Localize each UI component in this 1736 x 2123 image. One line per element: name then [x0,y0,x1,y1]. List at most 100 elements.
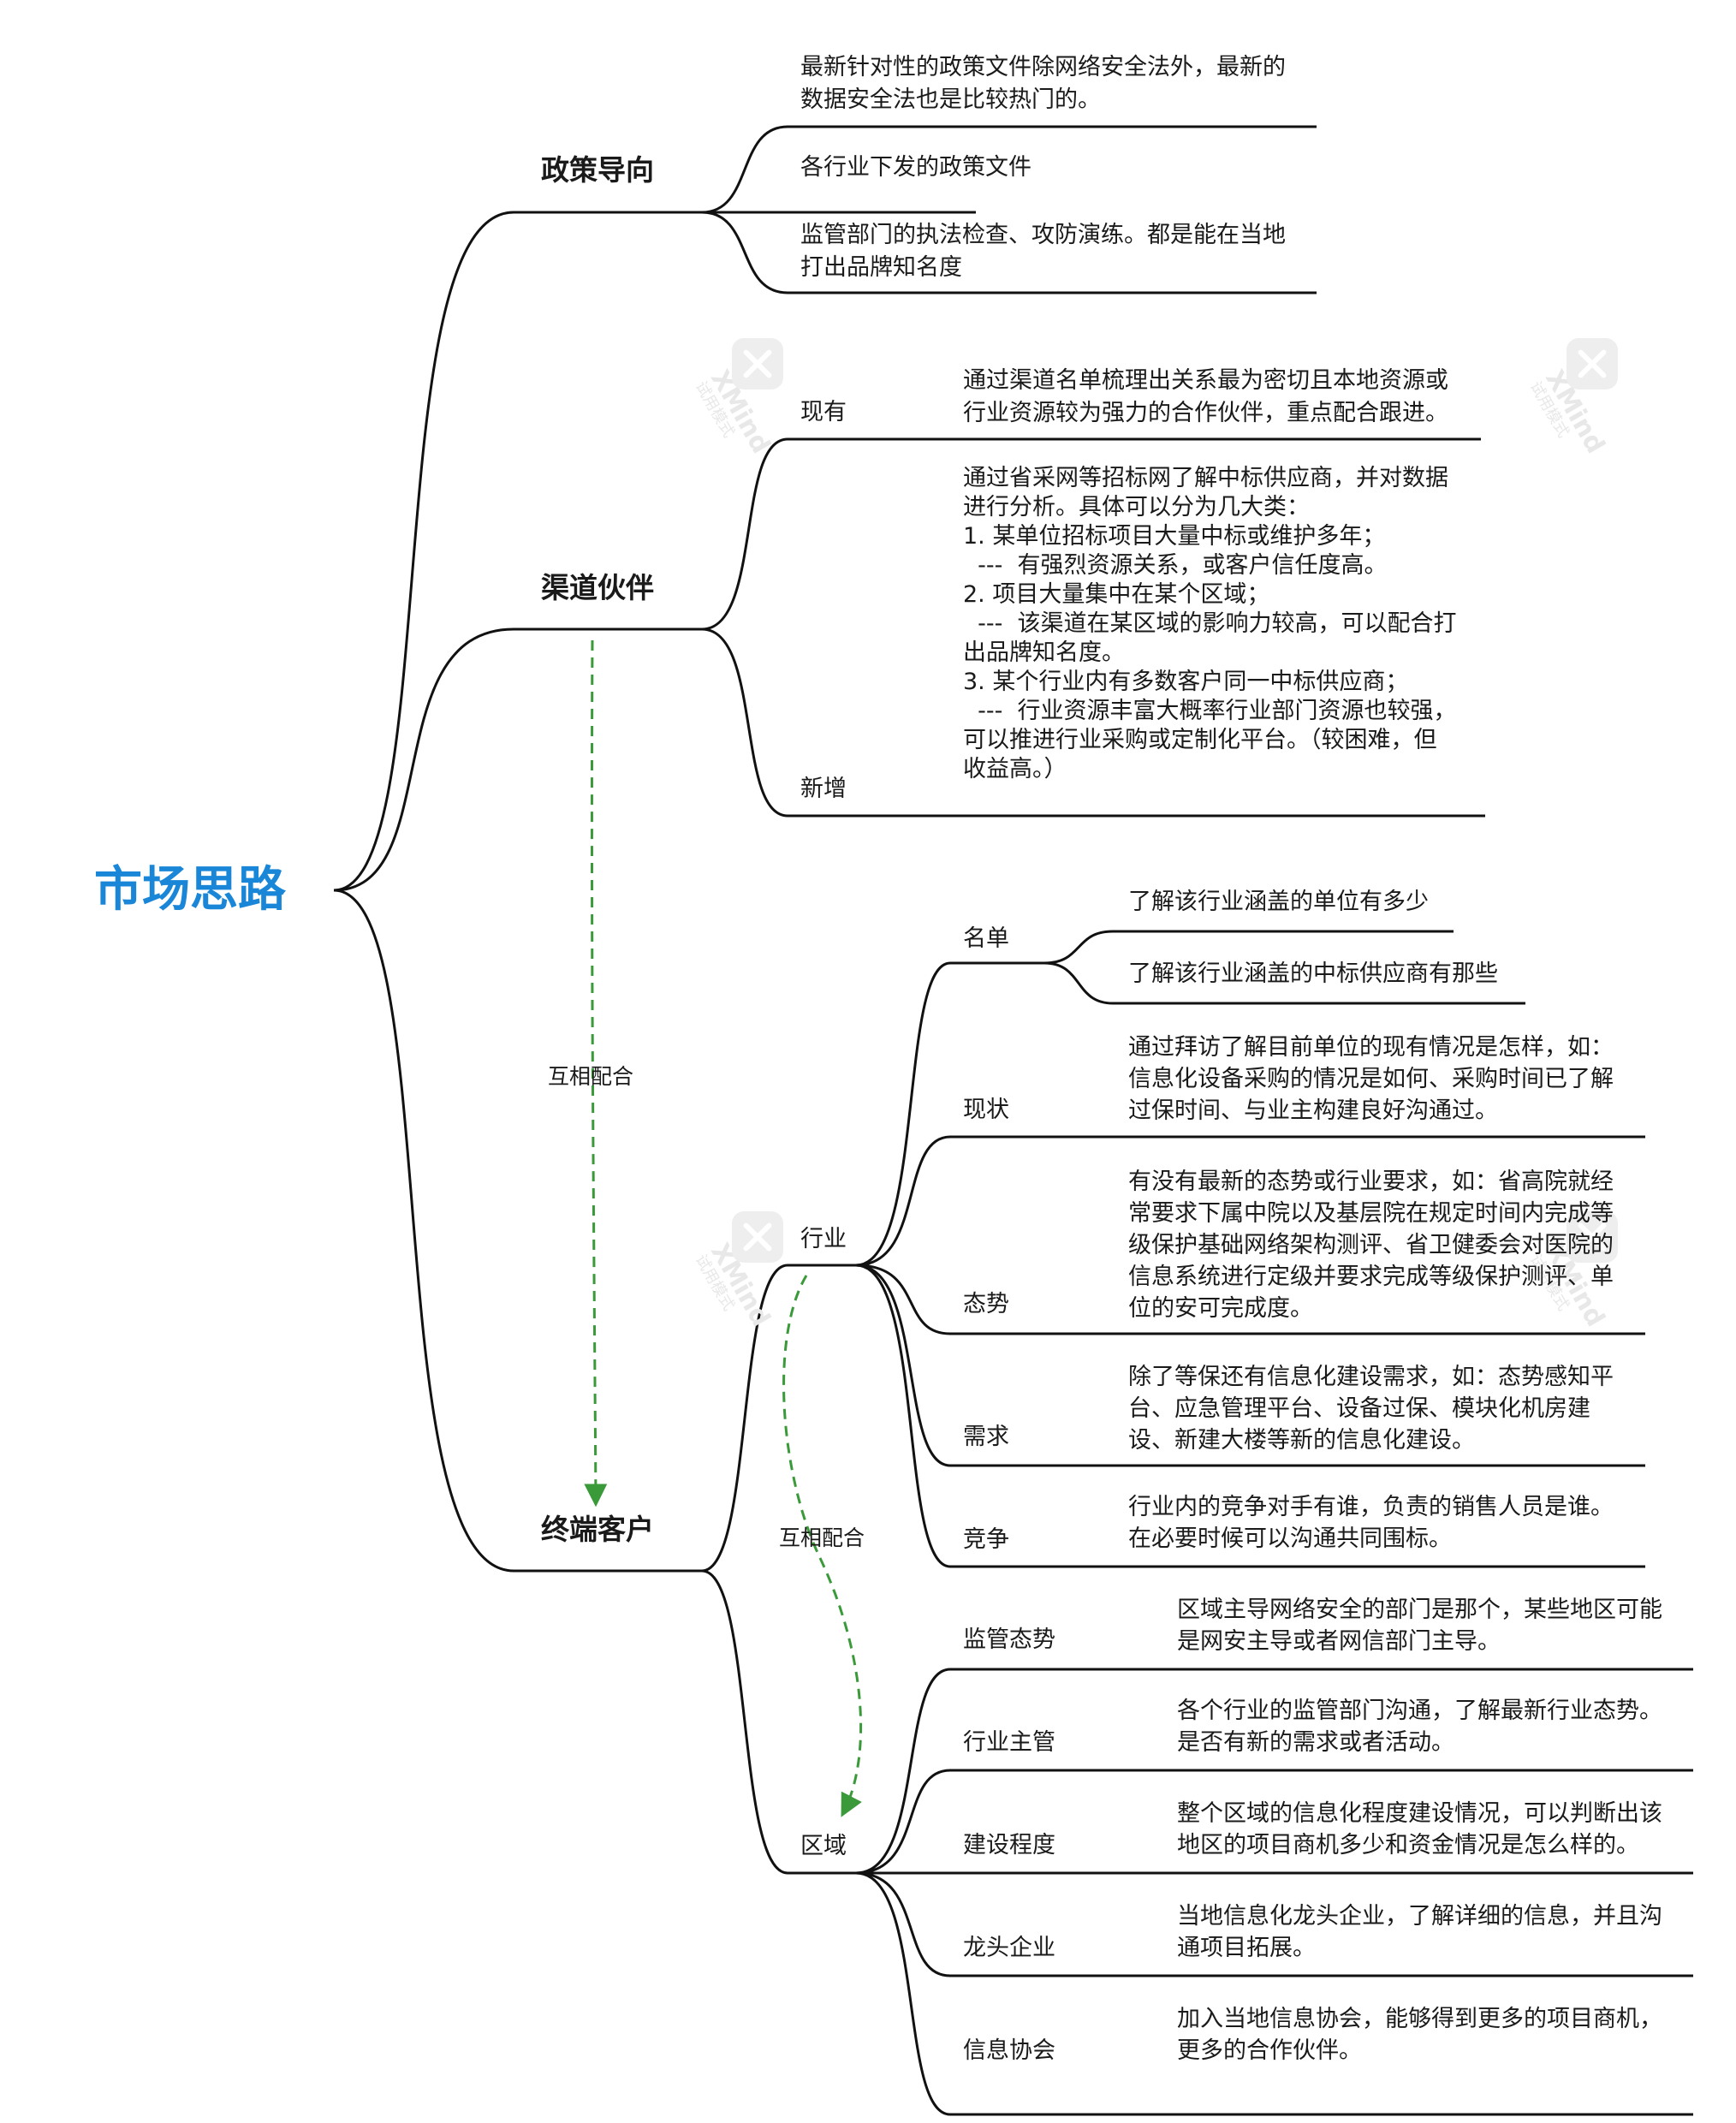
topic-region-item[interactable]: 龙头企业 [963,1935,1055,1961]
industry-trend-detail[interactable]: 有没有最新的态势或行业要求，如：省高院就经 常要求下属中院以及基层院在规定时间内… [1128,1166,1614,1324]
relationship-label[interactable]: 互相配合 [779,1525,865,1550]
connector-industry-demand [855,1264,1645,1467]
topic-industry-competition[interactable]: 竞争 [963,1526,1009,1553]
region-item-detail[interactable]: 整个区域的信息化程度建设情况，可以判断出该 地区的项目商机多少和资金情况是怎么样… [1177,1798,1662,1861]
channel-new-detail[interactable]: 通过省采网等招标网了解中标供应商，并对数据 进行分析。具体可以分为几大类： 1.… [963,464,1457,784]
connector-channel-new [701,627,1485,818]
connector-list-item-2 [1043,961,1525,1005]
connector-region-5 [855,1871,1693,2116]
text-line: 级保护基础网络架构测评、省卫健委会对医院的 [1128,1232,1614,1258]
connector-region-2 [855,1769,1693,1875]
central-topic[interactable]: 市场思路 [94,862,286,918]
text-line: 通过省采网等招标网了解中标供应商，并对数据 [963,465,1448,491]
text-line: 位的安可完成度。 [1128,1295,1313,1322]
connector-region-4 [855,1871,1693,1977]
text-line: 行业内的竞争对手有谁，负责的销售人员是谁。 [1128,1494,1614,1520]
xmind-logo-icon [732,1211,783,1263]
topic-region-item[interactable]: 建设程度 [963,1832,1055,1858]
industry-demand-detail[interactable]: 除了等保还有信息化建设需求，如：态势感知平 台、应急管理平台、设备过保、模块化机… [1128,1361,1614,1456]
relationship-arrow-channel-customer [584,639,608,1508]
industry-competition-detail[interactable]: 行业内的竞争对手有谁，负责的销售人员是谁。 在必要时候可以沟通共同围标。 [1128,1491,1614,1555]
connector-root-policy [333,211,702,892]
relationship-label[interactable]: 互相配合 [548,1064,634,1089]
connector-policy-leaf-1 [701,125,1317,214]
topic-channel-new[interactable]: 新增 [800,776,847,802]
region-item-detail[interactable]: 各个行业的监管部门沟通，了解最新行业态势。 是否有新的需求或者活动。 [1177,1695,1662,1758]
text-line: 通过渠道名单梳理出关系最为密切且本地资源或 [963,367,1448,394]
topic-region-item[interactable]: 行业主管 [963,1729,1055,1756]
industry-status-detail[interactable]: 通过拜访了解目前单位的现有情况是怎样，如： 信息化设备采购的情况是如何、采购时间… [1128,1032,1614,1127]
region-item-detail[interactable]: 当地信息化龙头企业，了解详细的信息，并且沟 通项目拓展。 [1177,1900,1662,1964]
text-line: 更多的合作伙伴。 [1177,2037,1362,2064]
text-line: 在必要时候可以沟通共同围标。 [1128,1525,1452,1552]
text-line: --- 行业资源丰富大概率行业部门资源也较强， [963,698,1457,724]
text-line: 收益高。） [963,756,1067,782]
text-line: 数据安全法也是比较热门的。 [800,86,1101,113]
text-line: 常要求下属中院以及基层院在规定时间内完成等 [1128,1200,1614,1227]
connector-industry-competition [855,1264,1645,1568]
topic-region-item[interactable]: 信息协会 [963,2037,1055,2064]
connector-policy-leaf-3 [701,211,1317,294]
xmind-logo-icon [1567,338,1618,390]
text-line: 通项目拓展。 [1177,1935,1316,1961]
policy-leaf[interactable]: 最新针对性的政策文件除网络安全法外，最新的 数据安全法也是比较热门的。 [800,51,1286,116]
connector-channel-existing [701,437,1481,631]
text-line: 设、新建大楼等新的信息化建设。 [1128,1427,1475,1454]
text-line: 1. 某单位招标项目大量中标或维护多年； [963,523,1386,550]
text-line: 出品牌知名度。 [963,639,1125,666]
policy-leaf[interactable]: 各行业下发的政策文件 [800,152,1031,184]
connector-customer-industry [701,1264,856,1573]
region-item-detail[interactable]: 区域主导网络安全的部门是那个，某些地区可能 是网安主导或者网信部门主导。 [1177,1594,1662,1657]
xmind-logo-icon [1567,1211,1618,1263]
text-line: 整个区域的信息化程度建设情况，可以判断出该 [1177,1800,1662,1827]
text-line: 最新针对性的政策文件除网络安全法外，最新的 [800,54,1286,80]
text-line: 过保时间、与业主构建良好沟通过。 [1128,1097,1498,1124]
text-line: 加入当地信息协会，能够得到更多的项目商机， [1177,2006,1662,2032]
topic-region[interactable]: 区域 [800,1833,847,1859]
industry-list-item[interactable]: 了解该行业涵盖的单位有多少 [1128,889,1429,915]
connector-industry-list [855,961,1044,1267]
text-line: 可以推进行业采购或定制化平台。（较困难，但 [963,727,1437,753]
text-line: --- 该渠道在某区域的影响力较高，可以配合打 [963,610,1457,637]
text-line: 有没有最新的态势或行业要求，如：省高院就经 [1128,1169,1614,1195]
text-line: 地区的项目商机多少和资金情况是怎么样的。 [1177,1832,1639,1858]
text-line: 打出品牌知名度 [800,254,962,281]
connector-list-item-1 [1043,930,1454,965]
topic-channel-existing[interactable]: 现有 [800,399,847,425]
topic-channel[interactable]: 渠道伙伴 [541,571,654,604]
topic-industry[interactable]: 行业 [800,1226,847,1252]
topic-industry-demand[interactable]: 需求 [963,1424,1009,1450]
connector-industry-status [855,1135,1645,1267]
text-line: 信息化设备采购的情况是如何、采购时间已了解 [1128,1066,1614,1092]
text-line: 各个行业的监管部门沟通，了解最新行业态势。 [1177,1698,1662,1724]
text-line: 除了等保还有信息化建设需求，如：态势感知平 [1128,1364,1614,1390]
text-line: 2. 项目大量集中在某个区域； [963,581,1270,608]
text-line: 区域主导网络安全的部门是那个，某些地区可能 [1177,1597,1662,1623]
connector-industry-trend [855,1264,1645,1335]
text-line: 是否有新的需求或者活动。 [1177,1729,1454,1756]
xmind-logo-icon [732,338,783,390]
text-line: --- 有强烈资源关系，或客户信任度高。 [963,552,1388,579]
text-line: 台、应急管理平台、设备过保、模块化机房建 [1128,1395,1590,1422]
topic-customer[interactable]: 终端客户 [541,1513,654,1546]
topic-region-item[interactable]: 监管态势 [963,1626,1055,1653]
topic-industry-status[interactable]: 现状 [963,1097,1009,1123]
policy-leaf[interactable]: 监管部门的执法检查、攻防演练。都是能在当地 打出品牌知名度 [800,219,1286,284]
text-line: 是网安主导或者网信部门主导。 [1177,1628,1501,1655]
connector-root-customer [333,889,702,1573]
text-line: 通过拜访了解目前单位的现有情况是怎样，如： [1128,1034,1614,1061]
relationship-arrow-industry-region [782,1275,863,1817]
channel-existing-detail[interactable]: 通过渠道名单梳理出关系最为密切且本地资源或 行业资源较为强力的合作伙伴，重点配合… [963,365,1448,430]
industry-list-item[interactable]: 了解该行业涵盖的中标供应商有那些 [1128,960,1498,987]
topic-policy[interactable]: 政策导向 [541,153,654,187]
text-line: 3. 某个行业内有多数客户同一中标供应商； [963,669,1409,695]
region-item-detail[interactable]: 加入当地信息协会，能够得到更多的项目商机， 更多的合作伙伴。 [1177,2003,1662,2067]
text-line: 各行业下发的政策文件 [800,154,1031,181]
text-line: 当地信息化龙头企业，了解详细的信息，并且沟 [1177,1903,1662,1930]
text-line: 进行分析。具体可以分为几大类： [963,494,1310,520]
connector-customer-region [701,1569,856,1875]
topic-industry-trend[interactable]: 态势 [963,1291,1009,1317]
text-line: 行业资源较为强力的合作伙伴，重点配合跟进。 [963,400,1448,426]
topic-industry-list[interactable]: 名单 [963,925,1009,952]
connector-region-1 [855,1668,1693,1875]
